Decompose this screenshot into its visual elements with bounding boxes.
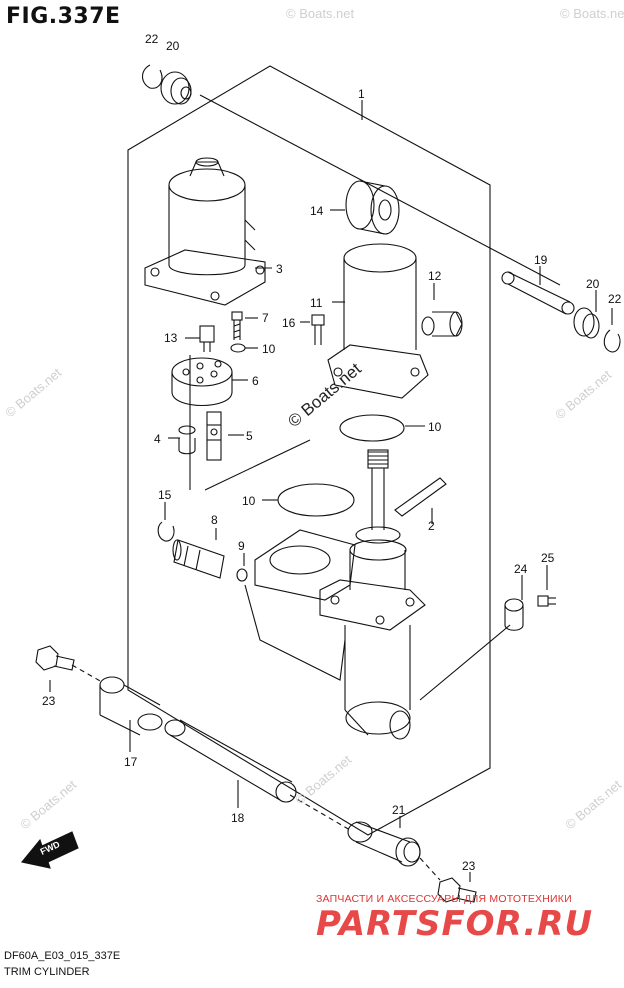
callout-23-bottom: 23 (462, 859, 476, 873)
plug-12 (421, 311, 463, 337)
bolt-25 (537, 595, 556, 607)
circlip-22-top (141, 64, 163, 89)
o-ring-10-middle (277, 483, 355, 517)
callout-2: 2 (428, 519, 435, 533)
watermark-bottom-left: © Boats.net (17, 777, 79, 833)
trim-cylinder-body (244, 529, 426, 740)
callout-5: 5 (246, 429, 253, 443)
watermark-right: © Boats.net (552, 367, 614, 423)
callout-7: 7 (262, 311, 269, 325)
callout-17: 17 (124, 755, 138, 769)
diagram-code: DF60A_E03_015_337E (4, 950, 121, 962)
spool-8 (172, 539, 225, 579)
assembly-frame (127, 65, 491, 836)
circlip-15 (157, 521, 175, 542)
callout-21: 21 (392, 803, 406, 817)
shaft-18 (164, 719, 297, 803)
callout-23-left: 23 (42, 694, 56, 708)
bracket-2 (394, 477, 447, 517)
fwd-arrow-icon (21, 831, 79, 869)
watermark-left: © Boats.net (2, 365, 64, 421)
watermark-bottom-center: © Boats.net (292, 752, 354, 808)
callout-15: 15 (158, 488, 172, 502)
diagram-name: TRIM CYLINDER (4, 966, 90, 978)
callout-25: 25 (541, 551, 555, 565)
callout-6: 6 (252, 374, 259, 388)
relief-valve-5 (206, 411, 222, 461)
reservoir-11 (327, 243, 429, 399)
bolt-16 (311, 314, 325, 345)
callout-20-top: 20 (166, 39, 180, 53)
callout-1: 1 (358, 87, 365, 101)
bolt-23-left (35, 645, 75, 671)
valve-body-6 (171, 357, 233, 407)
figure-title: FIG.337E (6, 4, 121, 29)
callout-12: 12 (428, 269, 442, 283)
bushing-21 (347, 821, 421, 867)
circlip-22-right (603, 329, 621, 353)
bushing-20-right (573, 307, 600, 339)
valve-13 (199, 325, 215, 352)
shop-tagline: ЗАПЧАСТИ И АКСЕССУАРЫ ДЛЯ МОТОТЕХНИКИ (316, 893, 572, 905)
bushing-14 (345, 180, 400, 235)
callout-8: 8 (211, 513, 218, 527)
bushing-20-top (160, 71, 192, 105)
callout-11: 11 (310, 296, 323, 310)
callout-24: 24 (514, 562, 528, 576)
watermark-top: © Boats.net (286, 6, 355, 21)
callout-10-middle: 10 (242, 494, 256, 508)
sleeve-17 (99, 676, 163, 736)
callout-16: 16 (282, 316, 296, 330)
callout-4: 4 (154, 432, 161, 446)
collar-24 (504, 598, 524, 631)
callout-3: 3 (276, 262, 283, 276)
callout-9: 9 (238, 539, 245, 553)
o-ring-9 (236, 568, 248, 582)
callout-20-right: 20 (586, 277, 600, 291)
callout-numbers: 1 2 3 4 5 6 7 8 9 10 10 10 11 12 13 14 1… (42, 32, 622, 873)
o-ring-10-small (230, 343, 246, 353)
watermark-top-right: © Boats.net (560, 6, 624, 21)
leader-lines (49, 94, 613, 882)
screw-7 (231, 311, 243, 340)
pin-19 (501, 271, 575, 315)
callout-18: 18 (231, 811, 245, 825)
callout-22-right: 22 (608, 292, 622, 306)
ring-4 (178, 425, 196, 455)
watermark-center: © Boats.net (284, 359, 365, 431)
watermark-bottom-right: © Boats.net (562, 777, 624, 833)
callout-19: 19 (534, 253, 548, 267)
callout-10-small: 10 (262, 342, 276, 356)
callout-13: 13 (164, 331, 178, 345)
callout-10-upper: 10 (428, 420, 442, 434)
o-ring-10-upper (339, 414, 405, 442)
piston-rod (349, 449, 407, 590)
shop-logo: PARTSFOR.RU (316, 904, 594, 944)
bolt-23-bottom (437, 877, 477, 903)
callout-14: 14 (310, 204, 324, 218)
trim-motor-3 (144, 157, 266, 306)
callout-22-top: 22 (145, 32, 159, 46)
